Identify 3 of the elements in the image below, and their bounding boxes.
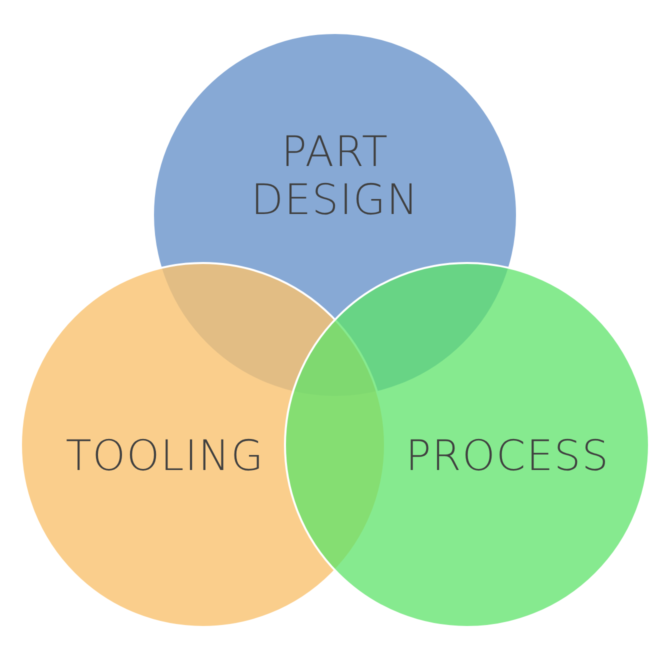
circle-label: TOOLING xyxy=(64,432,266,480)
circle-label: PART DESIGN xyxy=(250,128,420,225)
circle-label: PROCESS xyxy=(404,432,610,480)
